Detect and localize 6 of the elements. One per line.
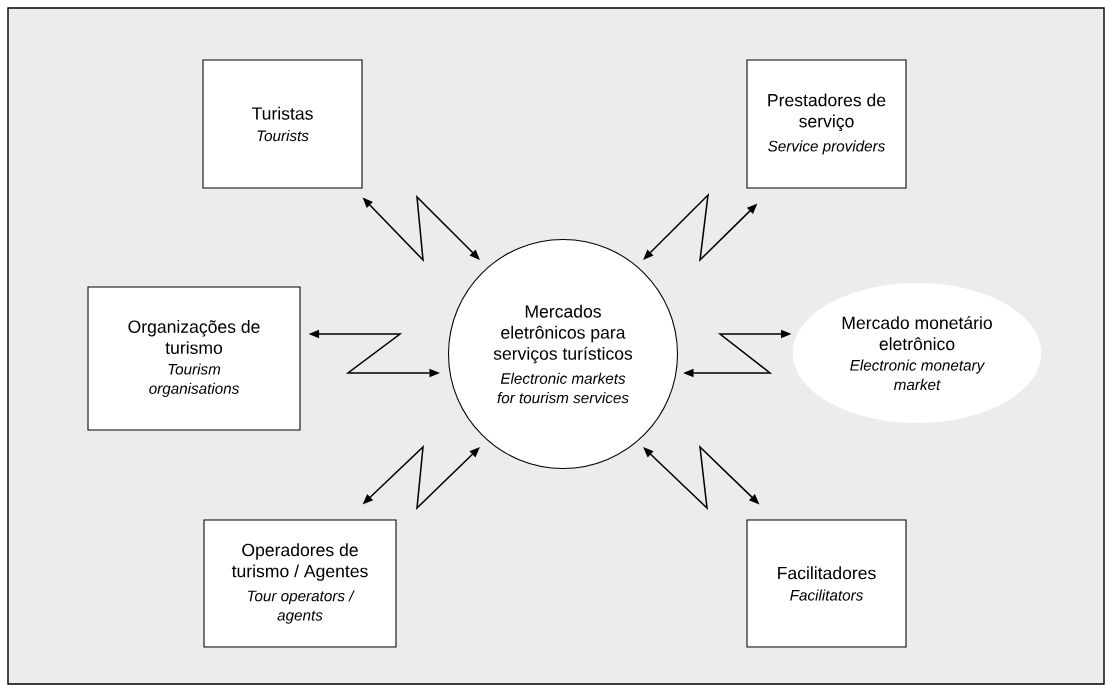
- process-box: Prestadores de serviço Service providers: [746, 59, 907, 189]
- process-box: Facilitadores Facilitators: [746, 519, 907, 648]
- process-box: Organizações de turismo Tourism organisations: [87, 286, 301, 431]
- process-box: Turistas Tourists: [202, 59, 363, 189]
- process-box: Operadores de turismo / Agentes Tour operators / agents: [203, 519, 397, 648]
- ellipse-node: Mercado monetário eletrônico Electronic monetary market: [792, 283, 1042, 423]
